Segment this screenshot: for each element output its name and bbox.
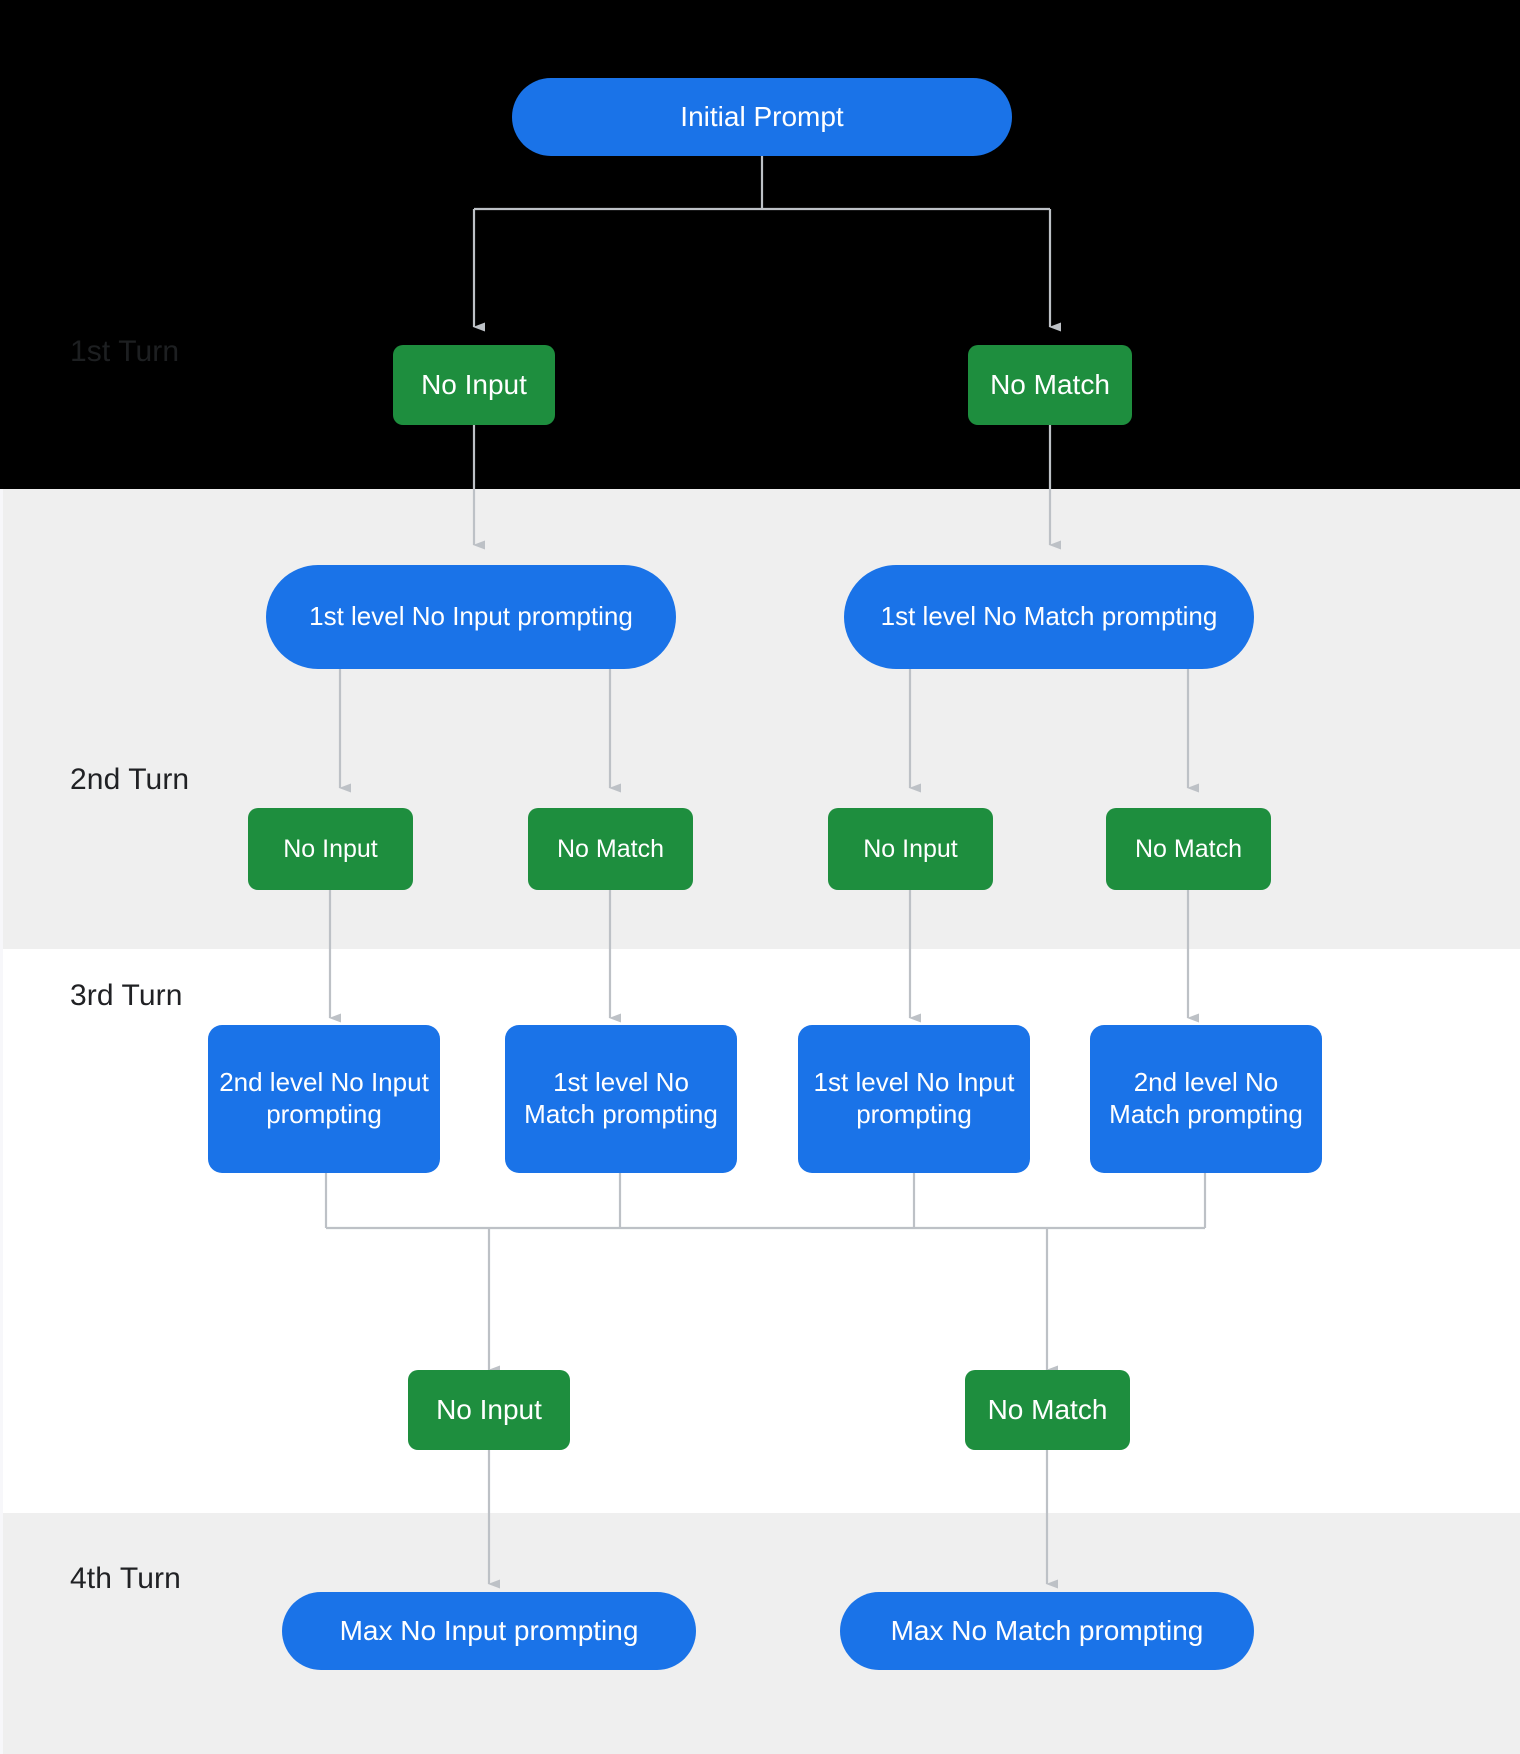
node-max-no-match-prompting[interactable]: Max No Match prompting xyxy=(840,1592,1254,1670)
band-1st-turn xyxy=(0,0,1520,489)
node-2nd-turn-no-match-left[interactable]: No Match xyxy=(528,808,693,890)
node-2nd-turn-no-input-right[interactable]: No Input xyxy=(828,808,993,890)
node-2nd-level-no-input-prompting[interactable]: 2nd level No Input prompting xyxy=(208,1025,440,1173)
node-2nd-level-no-match-prompting[interactable]: 2nd level No Match prompting xyxy=(1090,1025,1322,1173)
turn-label-4th: 4th Turn xyxy=(70,1562,181,1595)
band-4th-turn xyxy=(0,1513,1520,1754)
node-3rd-turn-no-match[interactable]: No Match xyxy=(965,1370,1130,1450)
node-max-no-input-prompting[interactable]: Max No Input prompting xyxy=(282,1592,696,1670)
node-1st-level-no-match-prompting-3rd[interactable]: 1st level No Match prompting xyxy=(505,1025,737,1173)
node-initial-prompt[interactable]: Initial Prompt xyxy=(512,78,1012,156)
band-2nd-turn xyxy=(0,489,1520,949)
turn-label-2nd: 2nd Turn xyxy=(70,763,190,796)
turn-label-3rd: 3rd Turn xyxy=(70,979,183,1012)
node-1st-turn-no-input[interactable]: No Input xyxy=(393,345,555,425)
left-edge-strip xyxy=(0,489,3,1754)
node-1st-level-no-match-prompting[interactable]: 1st level No Match prompting xyxy=(844,565,1254,669)
node-1st-level-no-input-prompting[interactable]: 1st level No Input prompting xyxy=(266,565,676,669)
node-1st-turn-no-match[interactable]: No Match xyxy=(968,345,1132,425)
node-3rd-turn-no-input[interactable]: No Input xyxy=(408,1370,570,1450)
turn-label-1st: 1st Turn xyxy=(70,335,180,368)
node-1st-level-no-input-prompting-3rd[interactable]: 1st level No Input prompting xyxy=(798,1025,1030,1173)
node-2nd-turn-no-input-left[interactable]: No Input xyxy=(248,808,413,890)
node-2nd-turn-no-match-right[interactable]: No Match xyxy=(1106,808,1271,890)
